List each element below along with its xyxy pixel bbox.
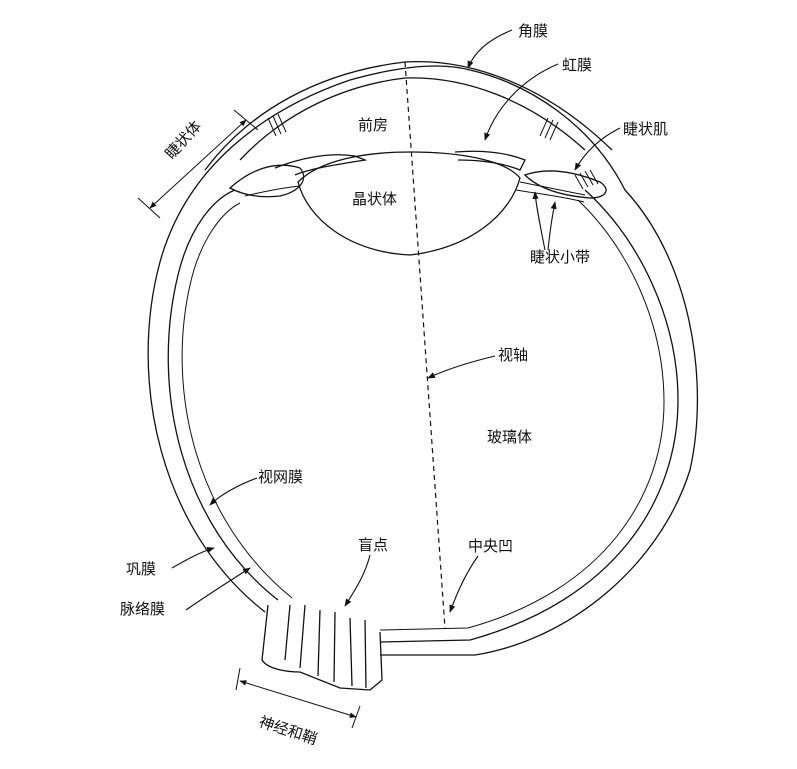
retina-layer-right	[379, 199, 665, 631]
retina-layer	[181, 202, 293, 599]
label-iris: 虹膜	[562, 56, 592, 74]
label-fovea: 中央凹	[468, 537, 513, 555]
label-optic-nerve-sheath: 神经和鞘	[257, 713, 320, 749]
ciliary-muscle-hatching	[267, 113, 599, 190]
pointer-zonule-1	[532, 191, 546, 251]
iris-right	[454, 150, 526, 171]
label-vitreous: 玻璃体	[487, 428, 532, 446]
pointer-iris	[484, 63, 559, 141]
visual-axis-line	[404, 61, 446, 629]
label-cornea: 角膜	[518, 22, 548, 40]
label-ciliary-body: 睫状体	[162, 117, 205, 162]
pointer-blind-spot	[344, 554, 371, 607]
zonule-fibers	[244, 181, 586, 203]
label-anterior-chamber: 前房	[358, 116, 388, 134]
label-zonule: 睫状小带	[530, 248, 590, 266]
ciliary-region-right	[523, 170, 607, 199]
label-sclera: 巩膜	[126, 560, 156, 578]
optic-nerve	[261, 604, 383, 691]
ciliary-body-dimension	[137, 109, 259, 219]
label-choroid: 脉络膜	[120, 600, 165, 618]
optic-nerve-dimension	[235, 667, 361, 729]
label-lens: 晶状体	[352, 190, 397, 208]
label-visual-axis: 视轴	[498, 346, 528, 364]
ciliary-region-left	[228, 164, 305, 198]
lens	[297, 151, 521, 256]
pointer-sclera	[171, 546, 215, 569]
pointer-zonule-2	[547, 201, 557, 251]
pointer-visual-axis	[427, 355, 496, 379]
pointer-retina	[209, 477, 258, 506]
label-retina: 视网膜	[258, 468, 303, 486]
pointer-cornea	[467, 29, 513, 69]
choroid-layer-right	[379, 189, 679, 643]
pointer-ciliary-muscle	[574, 127, 621, 171]
label-ciliary-muscle: 睫状肌	[623, 120, 668, 138]
choroid-layer	[167, 189, 279, 601]
pointer-fovea	[449, 555, 479, 613]
iris-left	[274, 154, 368, 176]
label-blind-spot: 盲点	[358, 536, 388, 554]
sclera-outer	[147, 65, 699, 656]
pointer-choroid	[185, 567, 251, 611]
cornea-inner	[239, 77, 586, 161]
